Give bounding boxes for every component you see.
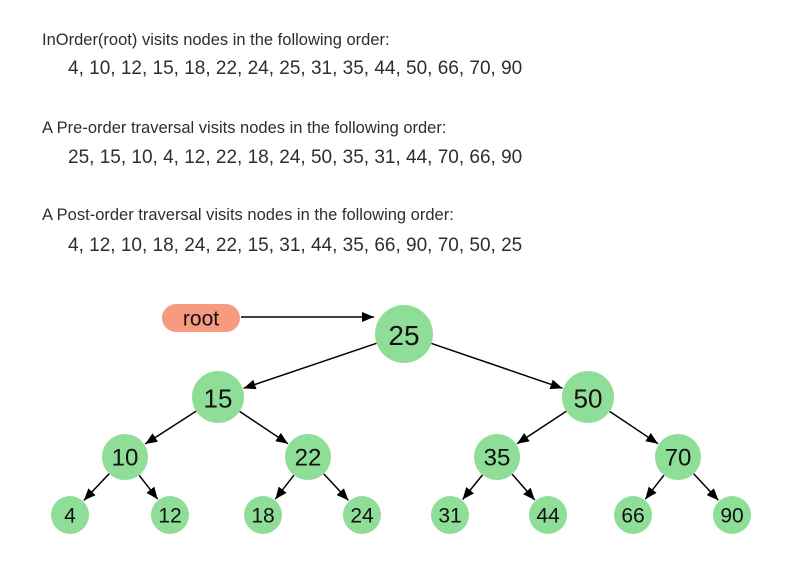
tree-edge-35-44 (511, 473, 536, 501)
tree-node-50: 50 (562, 371, 614, 423)
tree-node-circle-31 (431, 496, 469, 534)
tree-node-label-44: 44 (536, 505, 560, 528)
tree-node-label-10: 10 (112, 445, 139, 472)
root-pointer: root (162, 304, 374, 332)
tree-edge-10-4 (83, 473, 110, 502)
tree-nodes: 25 15 50 10 22 35 70 4 12 18 24 31 44 66 90 (51, 305, 751, 534)
tree-node-circle-12 (151, 496, 189, 534)
tree-node-22: 22 (285, 434, 331, 480)
tree-edge-15-10 (144, 410, 197, 445)
tree-node-label-24: 24 (350, 505, 374, 528)
tree-edge-50-70 (609, 410, 659, 445)
tree-node-label-22: 22 (295, 445, 322, 472)
tree-edge-70-66 (644, 474, 665, 500)
tree-node-label-50: 50 (574, 383, 603, 413)
tree-edge-70-90 (693, 473, 719, 501)
tree-node-circle-15 (192, 371, 244, 423)
tree-edge-22-24 (323, 473, 349, 501)
root-pointer-label: root (183, 307, 219, 330)
tree-node-label-31: 31 (438, 505, 461, 528)
tree-node-circle-66 (614, 496, 652, 534)
tree-node-15: 15 (192, 371, 244, 423)
tree-node-35: 35 (474, 434, 520, 480)
tree-node-circle-25 (375, 305, 433, 363)
tree-node-44: 44 (529, 496, 567, 534)
tree-node-25: 25 (375, 305, 433, 363)
tree-edge-22-18 (274, 474, 295, 500)
tree-node-10: 10 (102, 434, 148, 480)
tree-node-24: 24 (343, 496, 381, 534)
tree-node-circle-50 (562, 371, 614, 423)
tree-edge-15-22 (239, 410, 289, 445)
tree-node-4: 4 (51, 496, 89, 534)
tree-node-label-90: 90 (720, 505, 743, 528)
root-pointer-pill (162, 304, 240, 332)
preorder-sequence: 25, 15, 10, 4, 12, 22, 18, 24, 50, 35, 3… (68, 147, 523, 168)
postorder-heading: A Post-order traversal visits nodes in t… (42, 206, 454, 224)
tree-node-circle-10 (102, 434, 148, 480)
tree-node-label-12: 12 (158, 505, 181, 528)
tree-node-label-25: 25 (388, 320, 419, 351)
tree-node-circle-22 (285, 434, 331, 480)
preorder-heading: A Pre-order traversal visits nodes in th… (42, 119, 447, 137)
tree-edge-35-31 (462, 474, 484, 500)
tree-edge-25-15 (243, 342, 377, 390)
tree-node-label-70: 70 (665, 445, 692, 472)
tree-node-31: 31 (431, 496, 469, 534)
tree-node-label-35: 35 (484, 445, 511, 472)
tree-node-label-15: 15 (204, 383, 233, 413)
tree-edge-25-50 (431, 342, 563, 390)
tree-node-circle-4 (51, 496, 89, 534)
inorder-heading: InOrder(root) visits nodes in the follow… (42, 31, 390, 49)
tree-node-70: 70 (655, 434, 701, 480)
tree-node-66: 66 (614, 496, 652, 534)
tree-node-circle-35 (474, 434, 520, 480)
tree-edge-50-35 (516, 410, 567, 445)
tree-node-label-66: 66 (621, 505, 644, 528)
tree-node-90: 90 (713, 496, 751, 534)
tree-node-circle-18 (244, 496, 282, 534)
tree-node-circle-44 (529, 496, 567, 534)
tree-node-label-4: 4 (64, 505, 76, 528)
postorder-sequence: 4, 12, 10, 18, 24, 22, 15, 31, 44, 35, 6… (68, 235, 523, 256)
tree-edges (83, 342, 719, 502)
tree-node-circle-70 (655, 434, 701, 480)
tree-node-circle-90 (713, 496, 751, 534)
tree-node-18: 18 (244, 496, 282, 534)
inorder-sequence: 4, 10, 12, 15, 18, 22, 24, 25, 31, 35, 4… (68, 58, 523, 79)
tree-node-circle-24 (343, 496, 381, 534)
tree-edge-10-12 (138, 474, 159, 500)
tree-node-12: 12 (151, 496, 189, 534)
tree-node-label-18: 18 (251, 505, 274, 528)
